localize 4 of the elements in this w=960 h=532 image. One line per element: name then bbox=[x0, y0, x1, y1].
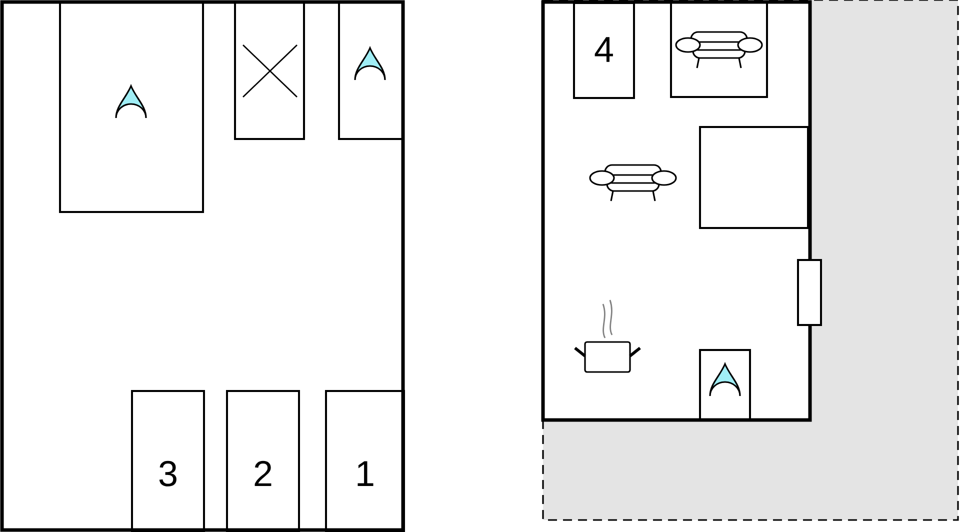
bed-box: 2 bbox=[226, 390, 300, 532]
bed-box: 3 bbox=[131, 390, 206, 532]
bed-box: 4 bbox=[573, 2, 635, 99]
bed-box: 1 bbox=[325, 390, 405, 532]
